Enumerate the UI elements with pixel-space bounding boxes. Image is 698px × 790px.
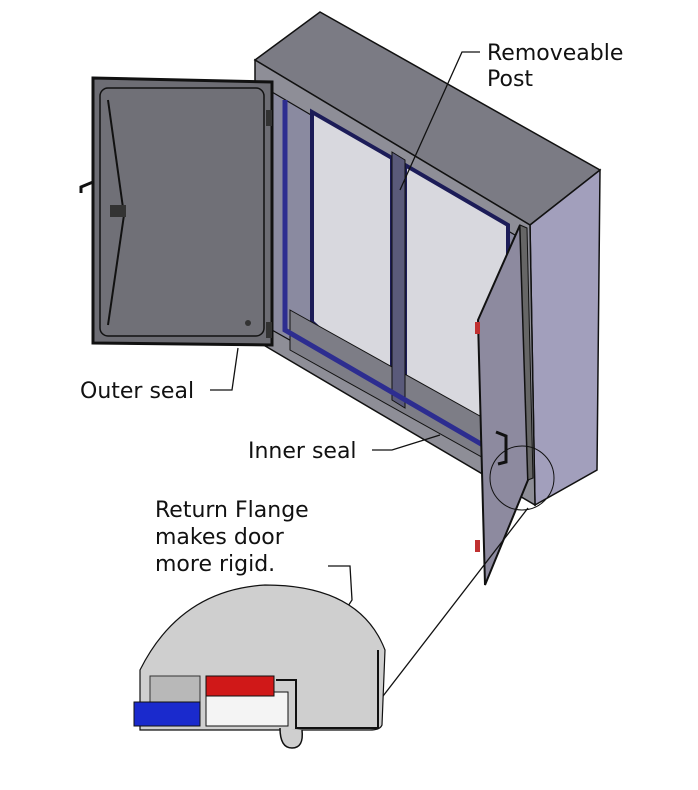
left-door-lock (245, 320, 251, 326)
left-door-rod (107, 99, 125, 216)
inner-seal-leader (372, 434, 441, 451)
left-door-inner-panel (99, 87, 265, 337)
right-door-edge (519, 224, 534, 481)
removable-post-leader (399, 51, 480, 191)
left-door (79, 76, 274, 347)
right-door-handle (495, 430, 508, 466)
detail-flange-profile (276, 650, 379, 729)
cabinet-side-panel (529, 168, 601, 507)
detail-white-panel (205, 691, 289, 727)
outer-seal-label: Outer seal (80, 379, 194, 404)
return-flange-detail (133, 584, 386, 749)
left-door-rod (107, 214, 125, 326)
return-flange-label-line3: more rigid. (155, 552, 275, 577)
inner-seal-label: Inner seal (248, 439, 357, 464)
left-door-latch (110, 205, 126, 217)
removable-post-label-line2: Post (487, 67, 533, 92)
left-door-hinge (266, 322, 272, 338)
detail-gray-block (149, 675, 201, 705)
removable-post (391, 151, 406, 409)
cabinet-body (253, 11, 602, 507)
return-flange-label-line2: makes door (155, 525, 285, 550)
detail-callout-circle (489, 445, 555, 511)
right-door-red-latch (475, 540, 480, 552)
removable-post-label-line1: Removeable (487, 41, 623, 66)
outer-seal-leader (210, 347, 239, 391)
detail-blue-gasket (133, 701, 201, 727)
detail-connector-line (379, 507, 529, 701)
detail-red-gasket (205, 675, 275, 697)
right-door (475, 224, 555, 586)
left-door-handle (79, 180, 94, 193)
left-door-hinge (266, 110, 272, 126)
detail-return-flange-curl (279, 727, 304, 749)
return-flange-label-line1: Return Flange (155, 498, 309, 523)
right-door-red-latch (475, 322, 480, 334)
inner-seal-strip (282, 100, 502, 458)
